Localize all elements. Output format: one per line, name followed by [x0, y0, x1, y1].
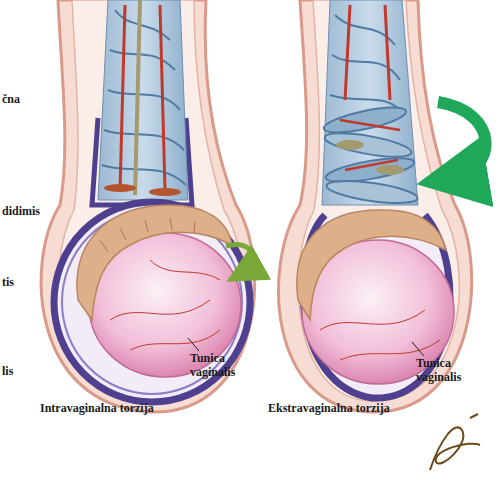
intravaginal-figure	[41, 0, 254, 412]
part-label: čna	[2, 93, 20, 107]
part-label: didimis	[2, 205, 40, 219]
extravaginal-figure	[278, 0, 485, 412]
figure-caption: Intravaginalna torzija	[40, 402, 154, 416]
part-label: Tunica vaginalis	[190, 352, 250, 380]
part-label: Tunica vaginalis	[416, 357, 476, 385]
figure-caption: Ekstravaginalna torzija	[268, 402, 390, 416]
part-label: lis	[2, 365, 13, 379]
signature	[430, 414, 480, 470]
part-label: tis	[2, 276, 14, 290]
